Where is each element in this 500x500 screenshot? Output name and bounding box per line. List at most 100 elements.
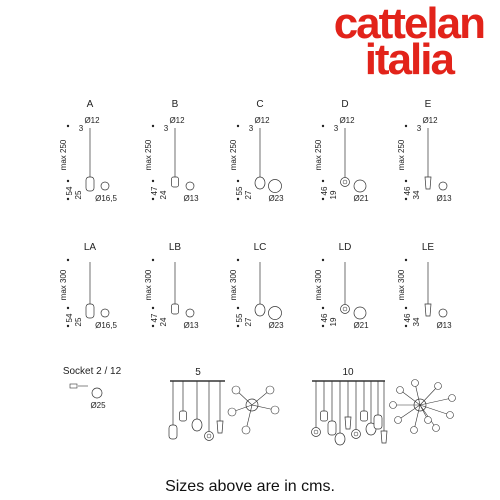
group10-topview-arm-3 bbox=[419, 385, 439, 406]
group10-topview-lamp-9 bbox=[389, 401, 397, 409]
group10-topview-lamp-7 bbox=[410, 426, 418, 434]
lamp-lc-body bbox=[254, 303, 266, 317]
lamp-lc-height-2: 27 bbox=[244, 317, 253, 326]
group10-topview-lamp-2 bbox=[411, 379, 419, 387]
lamp-la-dim-dot-top bbox=[66, 258, 70, 262]
group5-label: 5 bbox=[195, 367, 201, 378]
lamp-b-base-diameter: Ø13 bbox=[183, 194, 199, 203]
group5-topview-lamp-1 bbox=[231, 385, 241, 395]
lamp-e-max-length: max 250 bbox=[397, 139, 406, 170]
lamp-lb-height-2: 24 bbox=[159, 317, 168, 326]
lamp-d-hook-height: 3 bbox=[334, 124, 339, 133]
group5-lamp-5-body bbox=[216, 420, 224, 434]
group5-topview-lamp-3 bbox=[270, 405, 280, 415]
lamp-le-height-1: 46 bbox=[403, 313, 412, 322]
group10-topview-arm-8 bbox=[397, 404, 421, 421]
lamp-la-height-1: 54 bbox=[65, 313, 74, 322]
lamp-la-topview bbox=[100, 308, 110, 318]
brand-logo: cattelan italia bbox=[333, 0, 486, 84]
lamp-ld-core bbox=[342, 306, 348, 312]
lamp-d-core bbox=[342, 179, 348, 185]
lamp-lc-max-length: max 300 bbox=[229, 269, 238, 300]
lamp-ld-base-diameter: Ø21 bbox=[353, 321, 369, 330]
group5-lamp-3-body bbox=[191, 418, 203, 432]
lamp-lc-dim-dot-mid bbox=[236, 306, 240, 310]
socket-title: Socket 2 / 12 bbox=[63, 366, 122, 377]
group10-label: 10 bbox=[342, 367, 354, 378]
lamp-d-dim-dot-mid bbox=[321, 179, 325, 183]
lamp-ld-height-1: 46 bbox=[320, 313, 329, 322]
group10-lamp-7-body bbox=[360, 410, 368, 422]
lamp-le-topview bbox=[438, 308, 448, 318]
lamp-ld-dim-dot-bottom bbox=[321, 324, 325, 328]
lamp-lb-topview bbox=[185, 308, 195, 318]
lamp-ld-dim-dot-top bbox=[321, 258, 325, 262]
lamp-a-max-length: max 250 bbox=[59, 139, 68, 170]
lamp-le-body bbox=[424, 303, 432, 317]
brand-logo-line1: cattelan bbox=[333, 0, 486, 48]
lamp-lb-body bbox=[171, 303, 179, 315]
lamp-le-dim-dot-top bbox=[404, 258, 408, 262]
lamp-c-dim-dot-mid bbox=[236, 179, 240, 183]
lamp-c-topview bbox=[268, 179, 282, 193]
lamp-a-label: A bbox=[87, 99, 94, 110]
lamp-c-dim-dot-bottom bbox=[236, 197, 240, 201]
lamp-a-dim-dot-mid bbox=[66, 179, 70, 183]
lamp-b-dim-dot-top bbox=[151, 124, 155, 128]
lamp-b-body bbox=[171, 176, 179, 188]
lamp-c-height-2: 27 bbox=[244, 190, 253, 199]
lamp-la-dim-dot-bottom bbox=[66, 324, 70, 328]
group10-topview-lamp-6 bbox=[432, 424, 440, 432]
lamp-b-hook-height: 3 bbox=[164, 124, 169, 133]
group10-topview-lamp-5 bbox=[446, 411, 454, 419]
group10-lamp-5-body bbox=[344, 416, 352, 430]
lamp-b-height-1: 47 bbox=[150, 186, 159, 195]
lamp-lc-height-1: 55 bbox=[235, 313, 244, 322]
lamp-la-max-length: max 300 bbox=[59, 269, 68, 300]
lamp-e-height-1: 46 bbox=[403, 186, 412, 195]
lamp-c-height-1: 55 bbox=[235, 186, 244, 195]
lamp-d-base-diameter: Ø21 bbox=[353, 194, 369, 203]
lamp-d-height-1: 46 bbox=[320, 186, 329, 195]
lamp-le-label: LE bbox=[422, 242, 435, 253]
lamp-le-base-diameter: Ø13 bbox=[436, 321, 452, 330]
lamp-b-top-diameter: Ø12 bbox=[169, 116, 185, 125]
lamp-e-topview bbox=[438, 181, 448, 191]
lamp-la-dim-dot-mid bbox=[66, 306, 70, 310]
lamp-lb-label: LB bbox=[169, 242, 182, 253]
lamp-e-top-diameter: Ø12 bbox=[422, 116, 438, 125]
group5-topview-lamp-2 bbox=[265, 385, 275, 395]
group10-topview-lamp-1 bbox=[396, 386, 404, 394]
lamp-lb-base-diameter: Ø13 bbox=[183, 321, 199, 330]
lamp-e-dim-dot-mid bbox=[404, 179, 408, 183]
lamp-d-topview bbox=[353, 179, 367, 193]
lamp-le-height-2: 34 bbox=[412, 317, 421, 326]
lamp-d-dim-dot-bottom bbox=[321, 197, 325, 201]
lamp-ld-label: LD bbox=[339, 242, 352, 253]
lamp-lc-dim-dot-top bbox=[236, 258, 240, 262]
lamp-lc-label: LC bbox=[254, 242, 267, 253]
lamp-a-hook-height: 3 bbox=[79, 124, 84, 133]
group5-lamp-4-core bbox=[206, 433, 212, 439]
lamp-b-max-length: max 250 bbox=[144, 139, 153, 170]
lamp-lb-height-1: 47 bbox=[150, 313, 159, 322]
lamp-le-dim-dot-mid bbox=[404, 306, 408, 310]
lamp-lc-base-diameter: Ø23 bbox=[268, 321, 284, 330]
lamp-a-top-diameter: Ø12 bbox=[84, 116, 100, 125]
caption: Sizes above are in cms. bbox=[165, 478, 335, 495]
lamp-b-dim-dot-mid bbox=[151, 179, 155, 183]
lamp-e-base-diameter: Ø13 bbox=[436, 194, 452, 203]
group10-topview-lamp-3 bbox=[434, 382, 442, 390]
socket-base-diameter: Ø25 bbox=[90, 401, 106, 410]
lamp-e-dim-dot-top bbox=[404, 124, 408, 128]
lamp-a-height-2: 25 bbox=[74, 190, 83, 199]
group10-topview-arm-7 bbox=[413, 404, 421, 431]
lamp-d-max-length: max 250 bbox=[314, 139, 323, 170]
group10-topview-lamp-4 bbox=[448, 394, 456, 402]
brand-logo-line2: italia bbox=[364, 35, 455, 84]
lamp-e-height-2: 34 bbox=[412, 190, 421, 199]
lamp-lc-dim-dot-bottom bbox=[236, 324, 240, 328]
lamp-b-dim-dot-bottom bbox=[151, 197, 155, 201]
socket-side-view bbox=[69, 383, 78, 389]
group5-topview-lamp-4 bbox=[241, 425, 251, 435]
